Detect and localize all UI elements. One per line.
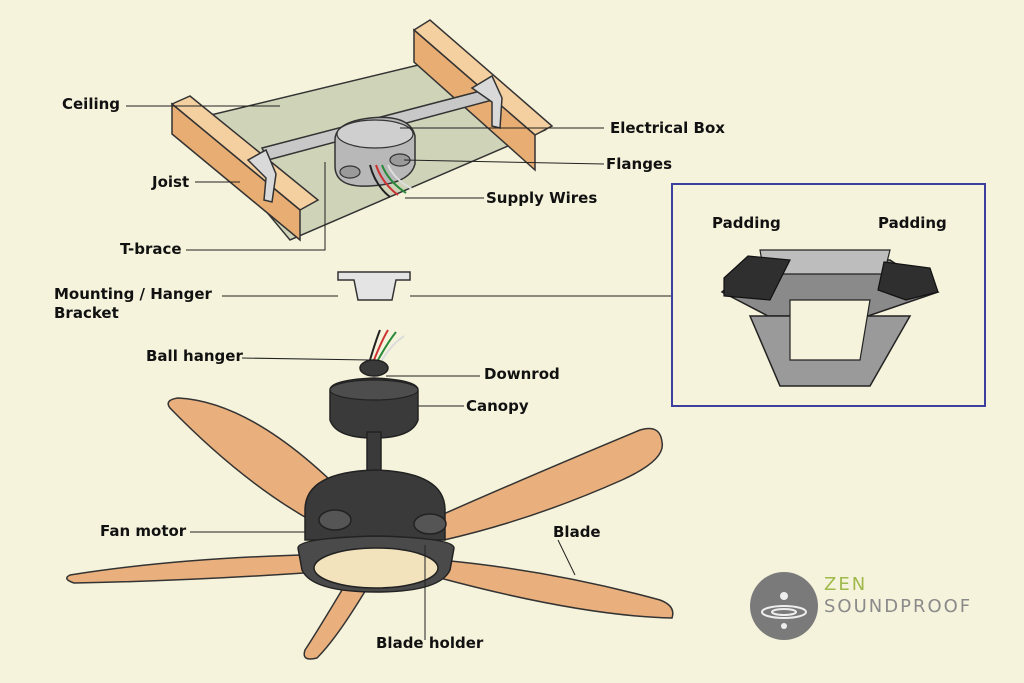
brand-name-bottom: SOUNDPROOF [824, 596, 973, 617]
padding-right-pad [877, 261, 939, 301]
blade-holder-arm-right [413, 513, 447, 535]
label-electrical-box: Electrical Box [610, 119, 725, 137]
label-blade-holder: Blade holder [376, 634, 484, 652]
ball-hanger [359, 359, 389, 377]
downrod-wires [369, 329, 405, 361]
label-supply-wires: Supply Wires [486, 189, 598, 207]
label-mounting-bracket-line1: Mounting / Hanger [54, 285, 212, 303]
label-downrod: Downrod [484, 365, 560, 383]
joist-left-face [171, 102, 301, 242]
label-flanges: Flanges [606, 155, 673, 173]
blade-right [439, 559, 674, 619]
leader-lines [126, 105, 672, 640]
label-padding-left: Padding [712, 214, 781, 232]
light-glass [313, 547, 439, 589]
flange-left [339, 165, 361, 179]
label-joist: Joist [152, 173, 190, 191]
ceiling-assembly [170, 19, 554, 242]
brand-name-top: ZEN [824, 574, 868, 595]
t-brace-foot-left [246, 148, 277, 203]
label-ceiling: Ceiling [62, 95, 121, 113]
label-ball-hanger: Ball hanger [146, 347, 243, 365]
supply-wires [369, 164, 413, 198]
blade-back-left [167, 397, 360, 521]
blade-left [66, 554, 305, 584]
zen-soundproof-logo [750, 572, 818, 640]
label-canopy: Canopy [466, 397, 529, 415]
label-fan-motor: Fan motor [100, 522, 187, 540]
padding-left-pad [723, 255, 791, 301]
label-mounting-bracket-line2: Bracket [54, 304, 119, 322]
blade-back-right [428, 427, 663, 541]
blade-front [303, 584, 369, 660]
mounting-bracket [337, 271, 411, 301]
label-blade: Blade [553, 523, 601, 541]
label-padding-right: Padding [878, 214, 947, 232]
fan-blades [66, 397, 674, 660]
label-t-brace: T-brace [120, 240, 182, 258]
blade-holder-arm-left [318, 509, 352, 531]
inset-bracket [720, 249, 940, 387]
